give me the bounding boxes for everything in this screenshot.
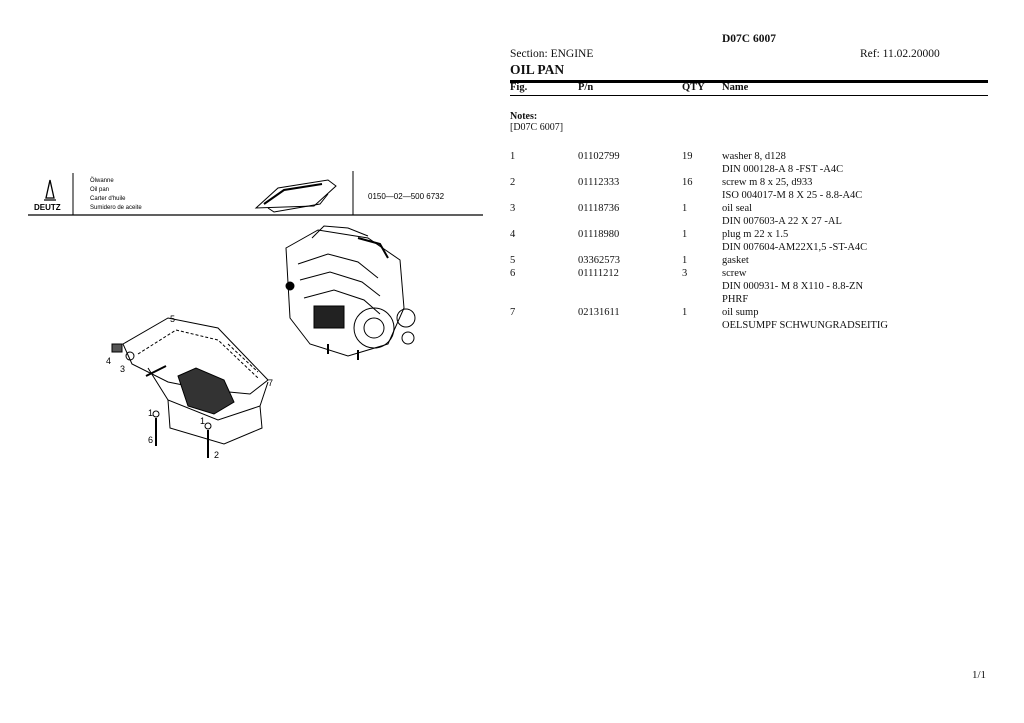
table-row-name: screw <box>722 268 747 279</box>
table-row-spec: OELSUMPF SCHWUNGRADSEITIG <box>722 320 888 331</box>
column-header-fig: Fig. <box>510 82 528 93</box>
table-row-name: gasket <box>722 255 749 266</box>
drawing-label-es: Sumidero de aceite <box>90 205 142 211</box>
table-row-qty: 1 <box>682 203 688 214</box>
page-number: 1/1 <box>972 669 987 681</box>
column-header-pn: P/n <box>578 82 594 93</box>
table-row-pn: 01118980 <box>578 229 620 240</box>
callout-label: 7 <box>268 378 273 388</box>
deutz-logo: DEUTZ <box>34 179 61 212</box>
table-row-name: washer 8, d128 <box>722 151 786 162</box>
table-row-qty: 1 <box>682 307 688 318</box>
reference-label: Ref: 11.02.20000 <box>860 48 940 60</box>
drawing-label-fr: Carter d'huile <box>90 196 126 202</box>
drawing-label-de: Ölwanne <box>90 177 114 184</box>
table-row-fig: 3 <box>510 203 516 214</box>
callout-label: 4 <box>106 356 111 366</box>
table-row-fig: 2 <box>510 177 516 188</box>
callout-label: 1 <box>148 408 153 418</box>
table-row-fig: 5 <box>510 255 516 266</box>
exploded-parts-drawing: DEUTZ Ölwanne Oil pan Carter d'huile Sum… <box>28 171 483 460</box>
column-header-qty: QTY <box>682 82 705 93</box>
notes-label: Notes: <box>510 111 538 122</box>
callout-label: 2 <box>214 450 219 460</box>
table-row-pn: 02131611 <box>578 307 620 318</box>
table-row-spec: PHRF <box>722 294 749 305</box>
drawing-label-en: Oil pan <box>90 187 109 193</box>
drawing-title-block: DEUTZ Ölwanne Oil pan Carter d'huile Sum… <box>28 171 483 216</box>
column-header-name: Name <box>722 82 749 93</box>
table-row-spec: DIN 000931- M 8 X110 - 8.8-ZN <box>722 281 864 292</box>
table-row-qty: 1 <box>682 229 688 240</box>
callout-label: 1 <box>200 416 205 426</box>
table-row-spec: ISO 004017-M 8 X 25 - 8.8-A4C <box>722 190 863 201</box>
heading-rule <box>510 80 988 83</box>
drawing-code: 0150—02—500 6732 <box>368 192 445 201</box>
oil-pan-illustration <box>111 317 269 458</box>
document-title: D07C 6007 <box>722 33 776 45</box>
table-row-qty: 3 <box>682 268 688 279</box>
brand-label: DEUTZ <box>34 203 61 212</box>
table-row-qty: 19 <box>682 151 693 162</box>
table-row-pn: 01102799 <box>578 151 620 162</box>
table-row-pn: 01111212 <box>578 268 619 279</box>
callout-label: 5 <box>170 314 175 324</box>
table-row-pn: 01112333 <box>578 177 620 188</box>
drawing-callouts: 5 4 3 7 1 6 1 2 <box>106 314 273 460</box>
callout-label: 6 <box>148 435 153 445</box>
table-row-qty: 1 <box>682 255 688 266</box>
table-row-fig: 4 <box>510 229 516 240</box>
table-row-pn: 01118736 <box>578 203 620 214</box>
page-heading: OIL PAN <box>510 62 565 77</box>
table-row-fig: 7 <box>510 307 516 318</box>
table-row-qty: 16 <box>682 177 693 188</box>
oil-pan-thumbnail-icon <box>254 179 337 213</box>
table-row-name: oil seal <box>722 203 753 214</box>
table-row-fig: 6 <box>510 268 516 279</box>
callout-label: 3 <box>120 364 125 374</box>
table-row-spec: DIN 007604-AM22X1,5 -ST-A4C <box>722 242 868 253</box>
header-rule <box>510 95 988 96</box>
section-label: Section: ENGINE <box>510 48 594 60</box>
table-row-spec: DIN 007603-A 22 X 27 -AL <box>722 216 842 227</box>
table-row-pn: 03362573 <box>578 255 620 266</box>
table-row-name: screw m 8 x 25, d933 <box>722 177 813 188</box>
engine-illustration <box>285 225 416 360</box>
table-row-fig: 1 <box>510 151 516 162</box>
notes-text: [D07C 6007] <box>510 122 564 133</box>
table-row-name: plug m 22 x 1.5 <box>722 229 789 240</box>
table-row-spec: DIN 000128-A 8 -FST -A4C <box>722 164 844 175</box>
table-row-name: oil sump <box>722 307 759 318</box>
